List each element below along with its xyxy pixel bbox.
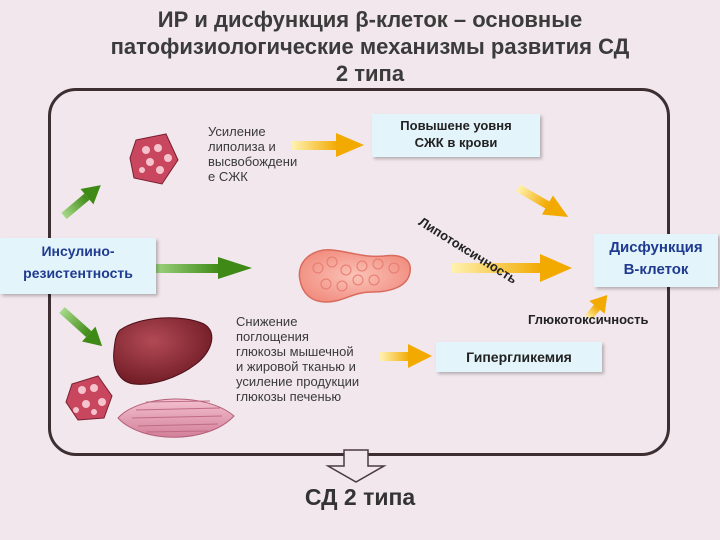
glucose-uptake-line-4: и жировой тканью и: [236, 359, 356, 374]
glucotoxicity-label: Глюкотоксичность: [528, 312, 649, 327]
hyperglycemia-box: Гипергликемия: [436, 342, 602, 372]
insulin-resistance-line-1: Инсулино-: [41, 243, 115, 259]
lipolysis-line-4: е СЖК: [208, 169, 248, 184]
adipose-tissue-image-bottom: [65, 375, 113, 421]
beta-cell-dysfunction-box: Дисфункция В-клеток: [594, 234, 718, 287]
lipolysis-line-1: Усиление: [208, 124, 266, 139]
arrow-ffa-to-beta: [516, 184, 569, 217]
liver-image: [113, 317, 213, 385]
lipolysis-text: Усиление липолиза и высвобождени е СЖК: [208, 124, 328, 184]
arrow-glucose-to-hyperglycemia: [380, 344, 432, 368]
lipolysis-line-3: высвобождени: [208, 154, 298, 169]
arrow-to-pancreas: [148, 257, 252, 279]
lipolysis-line-2: липолиза и: [208, 139, 276, 154]
ffa-increase-line-1: Повышене уовня: [400, 118, 512, 133]
ffa-increase-box: Повышене уовня СЖК в крови: [372, 114, 540, 157]
pancreas-image: [298, 249, 411, 303]
glucose-uptake-line-5: усиление продукции: [236, 374, 360, 389]
glucose-uptake-text: Снижение поглощения глюкозы мышечной и ж…: [236, 314, 406, 404]
title-line-1: ИР и дисфункция β-клеток – основные: [157, 7, 583, 32]
glucose-uptake-line-2: поглощения: [236, 329, 309, 344]
insulin-resistance-box: Инсулино- резистентность: [0, 238, 156, 294]
adipose-tissue-image-top: [129, 133, 179, 185]
insulin-resistance-line-2: резистентность: [23, 265, 133, 281]
hyperglycemia-label: Гипергликемия: [466, 349, 572, 365]
arrow-lipolysis-to-ffa: [292, 133, 364, 157]
glucose-uptake-line-1: Снижение: [236, 314, 298, 329]
arrow-pancreas-to-beta: [452, 254, 572, 282]
beta-cell-dysfunction-line-1: Дисфункция: [609, 239, 703, 256]
title-line-3: 2 типа: [335, 61, 405, 86]
ffa-increase-line-2: СЖК в крови: [414, 135, 498, 150]
result-label: СД 2 типа: [304, 484, 416, 510]
arrow-to-adipose: [61, 185, 101, 220]
beta-cell-dysfunction-line-2: В-клеток: [623, 261, 689, 278]
muscle-image: [117, 398, 235, 438]
arrow-to-liver: [59, 307, 103, 347]
glucose-uptake-line-6: глюкозы печенью: [236, 389, 342, 404]
arrow-hyperglycemia-to-beta: [584, 295, 608, 321]
slide-title: ИР и дисфункция β-клеток – основные пато…: [40, 6, 700, 87]
arrow-down-to-result: [325, 449, 387, 483]
title-line-2: патофизиологические механизмы развития С…: [110, 34, 630, 59]
glucose-uptake-line-3: глюкозы мышечной: [236, 344, 354, 359]
